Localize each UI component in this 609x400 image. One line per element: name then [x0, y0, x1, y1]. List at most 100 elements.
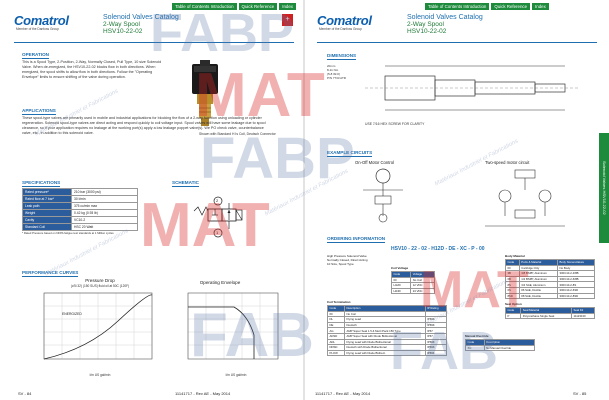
table-cell: Voltage — [410, 271, 435, 278]
operating-envelope-xlabel: l/m US gal/min — [225, 373, 247, 377]
table-cell: 300C10-2-8S — [557, 281, 595, 288]
operation-heading: OPERATION — [22, 52, 49, 59]
table-cell: IP69K — [424, 321, 448, 329]
schematic-heading: SCHEMATIC — [172, 180, 199, 187]
table-cell: Code — [390, 271, 412, 278]
dimensions-caption: USE 7/16 HEX SCREW FOR CLARITY — [365, 122, 425, 126]
nav-quick-reference[interactable]: Quick Reference — [238, 3, 278, 10]
right-side-tab[interactable]: Solenoid Valves HSV10-22-02 — [599, 133, 609, 243]
danfoss-flag-icon: + — [282, 14, 293, 26]
table-cell: DL — [327, 316, 345, 323]
pressure-drop-chart — [43, 292, 153, 360]
table-cell: #8 SAE, Ductile — [518, 292, 559, 300]
specifications-heading: SPECIFICATIONS — [22, 180, 61, 187]
right-footer-code: 11141717 - Rev AE - May 2014 — [315, 391, 371, 396]
spec-value: VC10-2 — [71, 216, 138, 224]
specifications-table: Rated pressure*210 bar (3000 psi) Rated … — [22, 188, 138, 231]
spec-value: 375 cc/min max — [71, 202, 138, 210]
manual-table-title: Manual Override — [465, 334, 489, 338]
pressure-drop-title: Pressure Drop — [85, 278, 115, 283]
nav-quick-reference[interactable]: Quick Reference — [491, 3, 531, 10]
table-cell: 1/2 BSPP, Aluminum — [518, 275, 559, 283]
table-cell: No Body — [557, 264, 595, 272]
circuit1-diagram — [363, 168, 403, 223]
valve-dimension-drawing — [365, 65, 580, 111]
example-circuits-heading: EXAMPLE CIRCUITS — [327, 150, 373, 157]
spec-footnote: * Rated Pressure based on NFPA fatigue t… — [22, 231, 114, 235]
table-cell — [424, 310, 448, 318]
header-rule — [14, 42, 294, 43]
table-cell: IP69K — [424, 316, 448, 323]
spec-key: Leak path — [22, 202, 72, 210]
schematic-port-1: 1 — [216, 230, 219, 235]
spec-key: Standard Coil — [22, 223, 72, 231]
table-cell: IP69K — [424, 338, 448, 346]
table-cell: 00 — [327, 310, 345, 318]
spec-key: Rated flow at 7 bar* — [22, 195, 72, 203]
left-page-number: SV - 84 — [18, 391, 32, 396]
table-cell: Code — [327, 305, 345, 312]
table-cell: Polyurethane Single Seal — [520, 312, 573, 320]
dimensions-heading: DIMENSIONS — [327, 53, 357, 60]
left-nav-bar: Table of Contents Introduction Quick Ref… — [172, 3, 296, 10]
header-rule — [317, 42, 597, 43]
table-cell: #6 SAE, Ductile — [518, 287, 559, 294]
dimension-notes: 20mm 8-11 Nm (5-8 lbf-ft) P/N 7733 ATR — [327, 64, 346, 80]
table-cell: IP69K — [424, 344, 448, 351]
spool-type: 2-Way Spool — [103, 21, 140, 28]
nav-toc[interactable]: Table of Contents Introduction — [425, 3, 490, 10]
circuit1-title: On-Off Motor Control — [355, 160, 395, 165]
spec-key: Cavity — [22, 216, 72, 224]
operating-envelope-chart — [187, 292, 279, 360]
spec-key: Weight — [22, 209, 72, 217]
body-table-title: Body Material — [505, 254, 525, 258]
voltage-table-title: Coil Voltage — [391, 266, 409, 270]
table-cell: DE — [327, 321, 345, 329]
spec-value: 210 bar (3000 psi) — [71, 188, 138, 196]
dim-note: 20mm — [327, 64, 336, 68]
nav-index[interactable]: Index — [279, 3, 296, 10]
left-page: Table of Contents Introduction Quick Ref… — [0, 0, 304, 400]
circuit2-title: Two-speed motor circuit — [485, 160, 530, 165]
ordering-label: Normally Closed, Direct Acting — [327, 258, 368, 262]
left-catalog-title-block: Solenoid Valves Catalog 2-Way Spool HSV1… — [103, 14, 179, 35]
ordering-labels: High Pressure Solenoid Valve Normally Cl… — [327, 254, 368, 266]
spec-row: Rated flow at 7 bar*30 l/min — [22, 195, 138, 203]
dim-note: P/N 7733 ATR — [327, 76, 346, 80]
table-cell: 3/4 SAE, Aluminum — [518, 281, 559, 288]
nav-toc[interactable]: Table of Contents Introduction — [172, 3, 237, 10]
comatrol-logo: Comatrol — [317, 13, 372, 28]
pressure-drop-xlabel: l/m US gal/min — [89, 373, 111, 377]
table-cell: IP67 — [424, 333, 448, 340]
catalog-title: Solenoid Valves Catalog — [103, 14, 179, 21]
table-cell: 300C10-2-6/8B — [557, 275, 595, 283]
table-cell: 24 VDC — [410, 287, 435, 295]
image-caption: Shown with Standard H Is Coil, Deutsch C… — [199, 132, 276, 136]
table-cell: Code — [504, 307, 522, 314]
nav-index[interactable]: Index — [532, 3, 549, 10]
model-number: HSV10-22-02 — [407, 28, 447, 35]
table-cell: 12 VDC — [410, 282, 435, 289]
spec-value: HSC 20 Watt — [71, 223, 138, 231]
